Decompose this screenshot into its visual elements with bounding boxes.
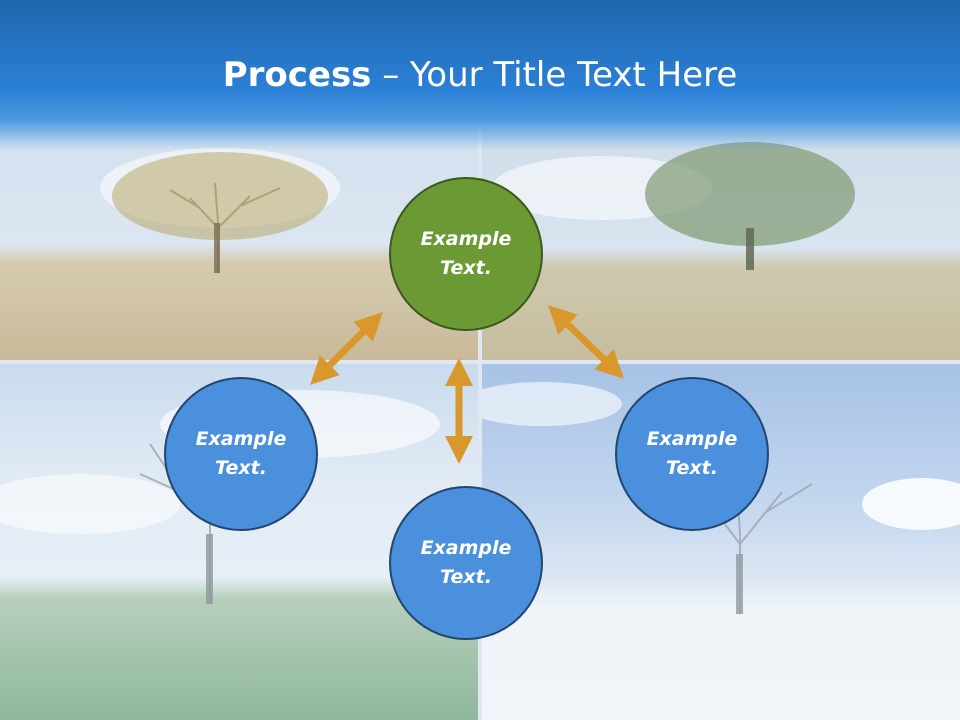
title-rest: – Your Title Text Here — [371, 55, 738, 95]
node-top: Example Text. — [389, 177, 543, 331]
summer-tree-icon — [492, 142, 855, 270]
autumn-tree-icon — [100, 148, 340, 273]
title-bold: Process — [222, 55, 372, 95]
node-right: Example Text. — [615, 377, 769, 531]
node-top-label: Example Text. — [420, 228, 512, 279]
winter-tree-icon — [482, 382, 960, 614]
arrow-top-right — [547, 305, 625, 379]
summer-tree-image — [482, 128, 960, 360]
node-left-label: Example Text. — [195, 428, 287, 479]
node-left: Example Text. — [164, 377, 318, 531]
winter-tree-image — [482, 364, 960, 720]
node-right-label: Example Text. — [646, 428, 738, 479]
node-bottom: Example Text. — [389, 486, 543, 640]
page-title: Process – Your Title Text Here — [0, 52, 960, 98]
title-bar — [0, 0, 960, 150]
node-bottom-label: Example Text. — [420, 537, 512, 588]
arrow-top-left — [310, 312, 383, 385]
